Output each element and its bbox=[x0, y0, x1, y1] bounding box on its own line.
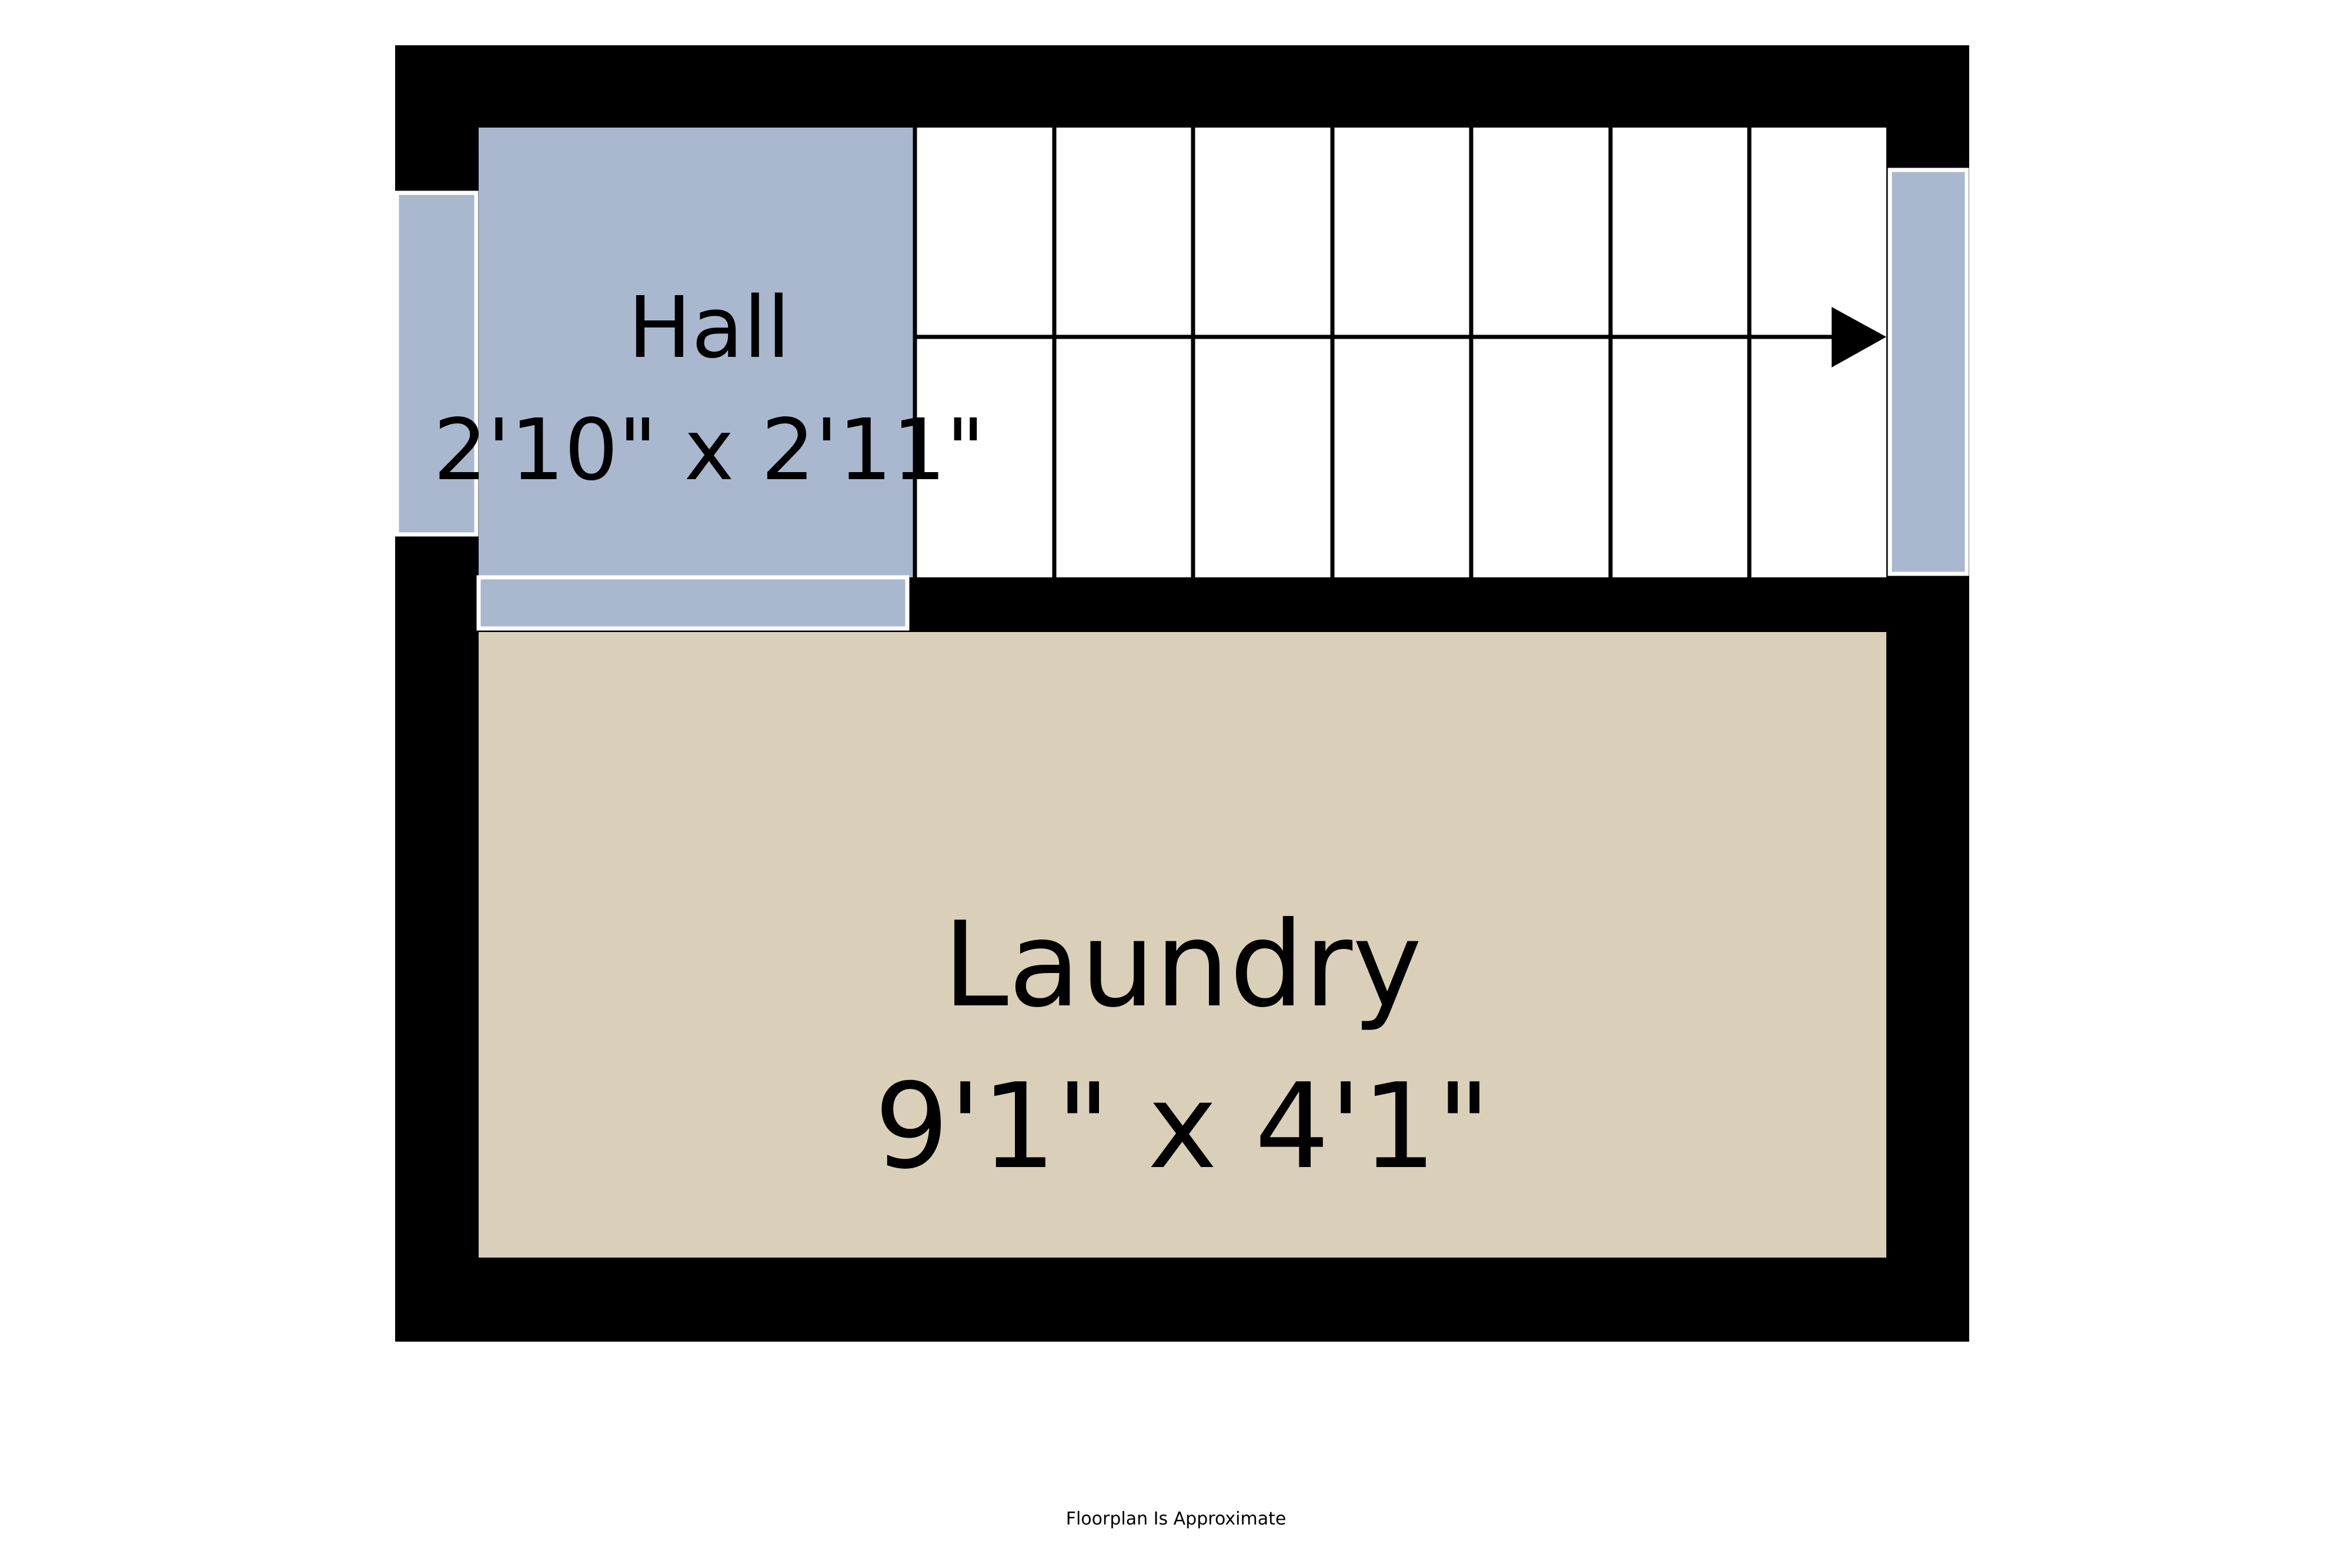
hall-door-bottom bbox=[476, 575, 910, 631]
left-door bbox=[395, 190, 479, 537]
right-door bbox=[1887, 168, 1969, 576]
floorplan-disclaimer: Floorplan Is Approximate bbox=[1065, 1509, 1287, 1529]
hall-dimensions-label: 2'10" x 2'11" bbox=[433, 400, 985, 499]
laundry-name-label: Laundry bbox=[943, 897, 1422, 1034]
stairs-area bbox=[915, 128, 1886, 577]
stair-direction-arrowhead bbox=[1832, 307, 1886, 367]
laundry-dimensions-label: 9'1" x 4'1" bbox=[874, 1058, 1491, 1195]
hall-name-label: Hall bbox=[628, 278, 791, 377]
stair-treads bbox=[913, 128, 1752, 577]
hall-room bbox=[479, 128, 915, 577]
laundry-room bbox=[479, 632, 1886, 1258]
